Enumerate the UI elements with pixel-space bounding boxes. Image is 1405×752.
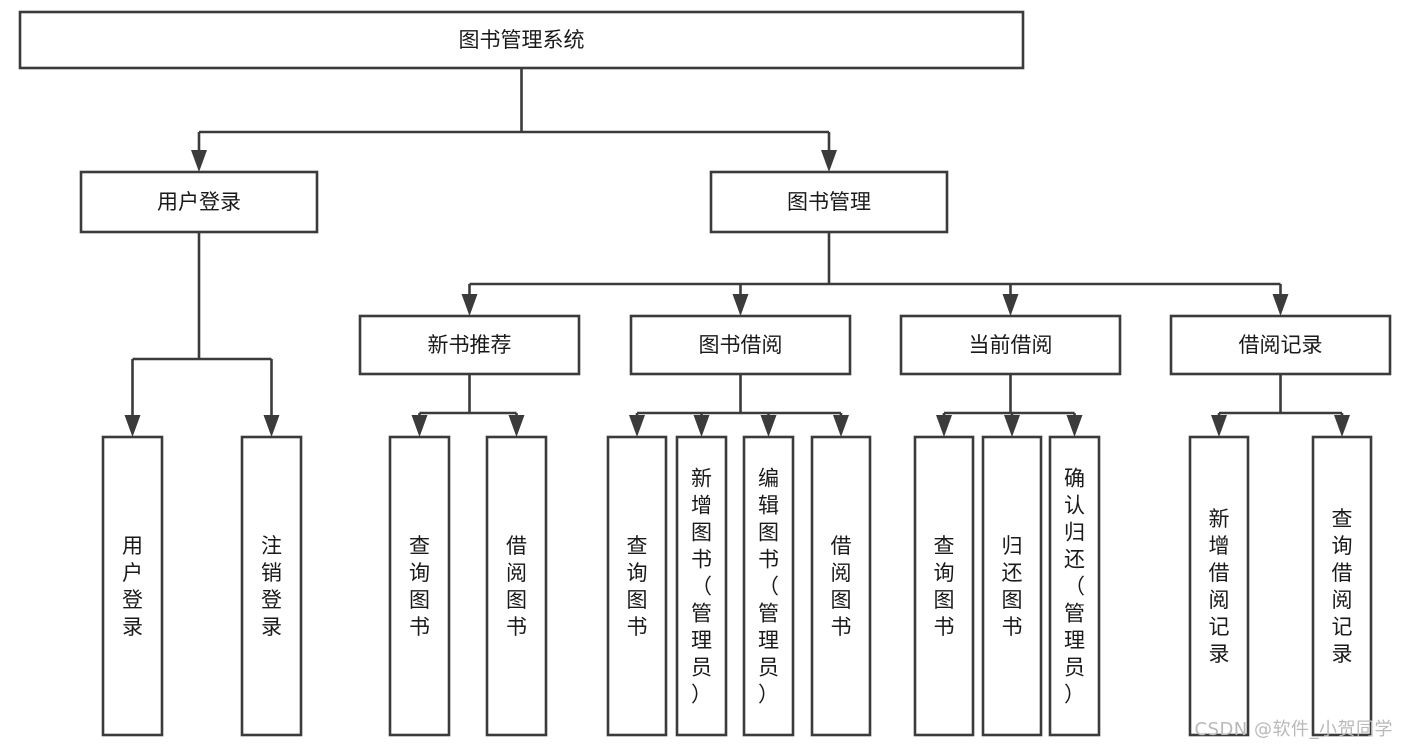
node-book-borrow[interactable]: 图书借阅 (629, 314, 852, 376)
node-label: 用户登录 (122, 534, 143, 639)
node-leaf-add-record[interactable]: 新增借阅记录 (1188, 435, 1250, 737)
node-label: 注销登录 (261, 534, 282, 639)
node-box (1169, 314, 1392, 376)
node-new-book-rec[interactable]: 新书推荐 (358, 314, 581, 376)
arrow-head-icon (936, 415, 952, 437)
node-box (1188, 435, 1250, 737)
node-label: 图书管理 (787, 190, 871, 214)
node-box (388, 435, 451, 737)
node-leaf-borrow-book-2[interactable]: 借阅图书 (810, 435, 872, 737)
node-label: 查询图书 (934, 534, 955, 639)
node-box (810, 435, 872, 737)
node-label: 当前借阅 (969, 333, 1053, 357)
node-box (606, 435, 668, 737)
node-box (101, 435, 164, 737)
node-leaf-query-book-2[interactable]: 查询图书 (606, 435, 668, 737)
node-book-manage[interactable]: 图书管理 (709, 170, 949, 234)
arrow-head-icon (191, 150, 207, 172)
node-box (358, 314, 581, 376)
arrow-head-icon (1066, 415, 1083, 437)
node-label: 查询图书 (409, 534, 430, 639)
node-leaf-borrow-book-1[interactable]: 借阅图书 (485, 435, 548, 737)
node-box (18, 10, 1025, 70)
node-leaf-return-book[interactable]: 归还图书 (981, 435, 1043, 737)
node-box (629, 314, 852, 376)
node-box (1311, 435, 1373, 737)
node-label: 借阅图书 (506, 534, 527, 639)
node-box (675, 435, 728, 737)
arrow-head-icon (693, 415, 710, 437)
arrow-head-icon (508, 415, 525, 437)
node-leaf-logout[interactable]: 注销登录 (240, 435, 303, 737)
arrow-head-icon (833, 415, 849, 437)
arrow-head-icon (1211, 415, 1227, 437)
arrow-head-icon (124, 415, 141, 437)
node-label: 借阅图书 (831, 534, 852, 639)
arrow-head-icon (1004, 415, 1020, 437)
node-label: 图书管理系统 (459, 28, 585, 52)
node-leaf-add-book[interactable]: 新增图书（管理员） (675, 435, 728, 737)
node-leaf-edit-book[interactable]: 编辑图书（管理员） (742, 435, 795, 737)
node-box (1048, 435, 1101, 737)
node-leaf-confirm-return[interactable]: 确认归还（管理员） (1048, 435, 1101, 737)
arrow-head-icon (1272, 294, 1289, 316)
arrow-head-icon (821, 150, 837, 172)
node-box (240, 435, 303, 737)
node-label: 新书推荐 (428, 333, 512, 357)
node-label: 确认归还（管理员） (1064, 467, 1085, 707)
arrow-head-icon (760, 415, 777, 437)
node-box (79, 170, 319, 234)
node-label: 用户登录 (157, 190, 241, 214)
node-layer: 图书管理系统用户登录图书管理新书推荐图书借阅当前借阅借阅记录用户登录注销登录查询… (18, 10, 1392, 737)
node-label: 新增借阅记录 (1209, 507, 1230, 666)
node-label: 借阅记录 (1239, 333, 1323, 357)
arrow-head-icon (629, 415, 645, 437)
arrow-head-icon (732, 294, 749, 316)
node-box (899, 314, 1122, 376)
node-user-login[interactable]: 用户登录 (79, 170, 319, 234)
node-borrow-record[interactable]: 借阅记录 (1169, 314, 1392, 376)
node-label: 归还图书 (1002, 534, 1023, 639)
connector-layer (124, 68, 1350, 437)
node-box (913, 435, 975, 737)
node-label: 编辑图书（管理员） (758, 467, 779, 707)
node-leaf-query-book-1[interactable]: 查询图书 (388, 435, 451, 737)
node-leaf-user-login[interactable]: 用户登录 (101, 435, 164, 737)
node-label: 查询借阅记录 (1332, 507, 1353, 666)
node-leaf-query-book-3[interactable]: 查询图书 (913, 435, 975, 737)
node-box (709, 170, 949, 234)
arrow-head-icon (263, 415, 280, 437)
node-box (742, 435, 795, 737)
node-label: 新增图书（管理员） (691, 467, 712, 707)
arrow-head-icon (1334, 415, 1350, 437)
arrow-head-icon (461, 294, 478, 316)
node-box (981, 435, 1043, 737)
node-root[interactable]: 图书管理系统 (18, 10, 1025, 70)
arrow-head-icon (1002, 294, 1019, 316)
node-box (485, 435, 548, 737)
node-current-borrow[interactable]: 当前借阅 (899, 314, 1122, 376)
node-leaf-query-record[interactable]: 查询借阅记录 (1311, 435, 1373, 737)
arrow-head-icon (411, 415, 428, 437)
node-label: 图书借阅 (699, 333, 783, 357)
node-label: 查询图书 (627, 534, 648, 639)
